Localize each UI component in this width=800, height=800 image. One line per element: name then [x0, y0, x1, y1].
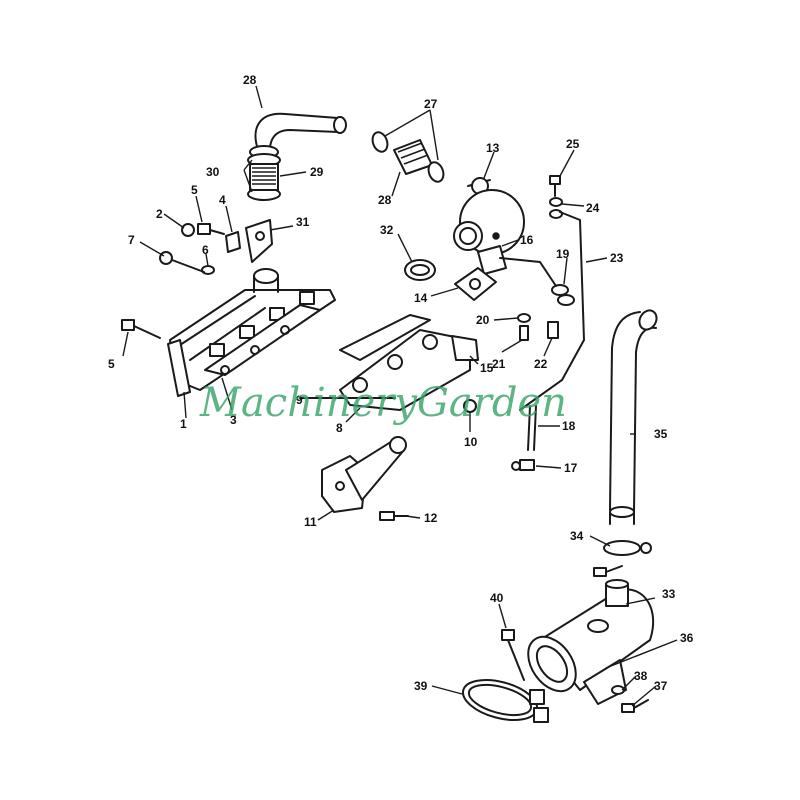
- clamp-34: [593, 540, 652, 577]
- callout-6: 6: [202, 243, 209, 257]
- band-clamp-39: [462, 679, 549, 723]
- callout-24: 24: [586, 201, 600, 215]
- callout-4: 4: [219, 193, 226, 207]
- gasket-3: [204, 304, 321, 376]
- intake-flange: [253, 268, 279, 293]
- callout-17: 17: [564, 461, 578, 475]
- muffler-33: [527, 579, 655, 693]
- callout-29: 29: [310, 165, 324, 179]
- gasket-15: [451, 335, 479, 361]
- exhaust-manifold-8: [339, 314, 471, 411]
- callout-2: 2: [156, 207, 163, 221]
- oil-drain-line: [499, 257, 557, 287]
- callout-14: 14: [414, 291, 428, 305]
- callout-10: 10: [464, 435, 478, 449]
- callout-20: 20: [476, 313, 490, 327]
- bracket-11: [321, 436, 407, 513]
- stud-7: [159, 251, 205, 273]
- washers-24: [549, 197, 563, 219]
- callout-25: 25: [566, 137, 580, 151]
- bracket-4: [225, 231, 241, 253]
- callout-1: 1: [180, 417, 187, 431]
- bolt-37: [621, 699, 649, 713]
- callout-7: 7: [128, 233, 135, 247]
- nut-20: [517, 313, 531, 323]
- bolt-40: [501, 629, 525, 681]
- callout-32: 32: [380, 223, 394, 237]
- callout-12: 12: [424, 511, 438, 525]
- callout-13: 13: [486, 141, 500, 155]
- clamp-27-left: [371, 131, 389, 153]
- callout-5-top: 5: [191, 183, 198, 197]
- bolt-12: [379, 511, 409, 521]
- callout-9: 9: [296, 393, 303, 407]
- hose-sleeve-29: [249, 163, 279, 191]
- callout-22: 22: [534, 357, 548, 371]
- fitting-19: [551, 284, 575, 306]
- washer-38: [611, 685, 625, 695]
- clamp-27-right: [427, 161, 445, 183]
- turbocharger-13: [453, 177, 525, 275]
- callout-38: 38: [634, 669, 648, 683]
- bolt-2: [181, 223, 195, 237]
- callout-30: 30: [206, 165, 220, 179]
- watermark-text: MachineryGarden: [199, 380, 567, 426]
- callout-35: 35: [654, 427, 668, 441]
- callout-21: 21: [492, 357, 506, 371]
- fitting-21: [519, 325, 529, 341]
- callout-19: 19: [556, 247, 570, 261]
- callout-11: 11: [304, 515, 317, 529]
- callout-3: 3: [230, 413, 237, 427]
- bolt-5-top: [197, 223, 225, 235]
- callout-34: 34: [570, 529, 584, 543]
- callout-40: 40: [490, 591, 504, 605]
- bolt-5-lower: [121, 319, 161, 339]
- elbow-fitting-17: [511, 459, 535, 471]
- callout-39: 39: [414, 679, 428, 693]
- callout-15: 15: [480, 361, 494, 375]
- callout-36: 36: [680, 631, 694, 645]
- bolt-25: [549, 175, 561, 197]
- callout-16: 16: [520, 233, 534, 247]
- exhaust-pipe-35: [609, 309, 658, 525]
- callout-33: 33: [662, 587, 676, 601]
- callout-labels: 28 27 30 29 28 13 25 24 23 16 19 32 14 2…: [108, 73, 694, 693]
- callout-28-top: 28: [243, 73, 257, 87]
- elbow-hose-28: [249, 112, 347, 159]
- leader-lines: [122, 85, 678, 707]
- bracket-31: [245, 219, 273, 263]
- hose-28-straight: [393, 139, 433, 175]
- callout-23: 23: [610, 251, 624, 265]
- callout-18: 18: [562, 419, 576, 433]
- callout-28-lower: 28: [378, 193, 392, 207]
- oil-line-18: [527, 405, 537, 451]
- fitting-22: [547, 321, 559, 339]
- callout-37: 37: [654, 679, 668, 693]
- callout-8: 8: [336, 421, 343, 435]
- callout-5-lower: 5: [108, 357, 115, 371]
- callout-31: 31: [296, 215, 310, 229]
- oil-tube-23: [519, 211, 585, 411]
- gasket-14: [454, 267, 497, 301]
- clamp-32: [404, 259, 436, 281]
- callout-27: 27: [424, 97, 438, 111]
